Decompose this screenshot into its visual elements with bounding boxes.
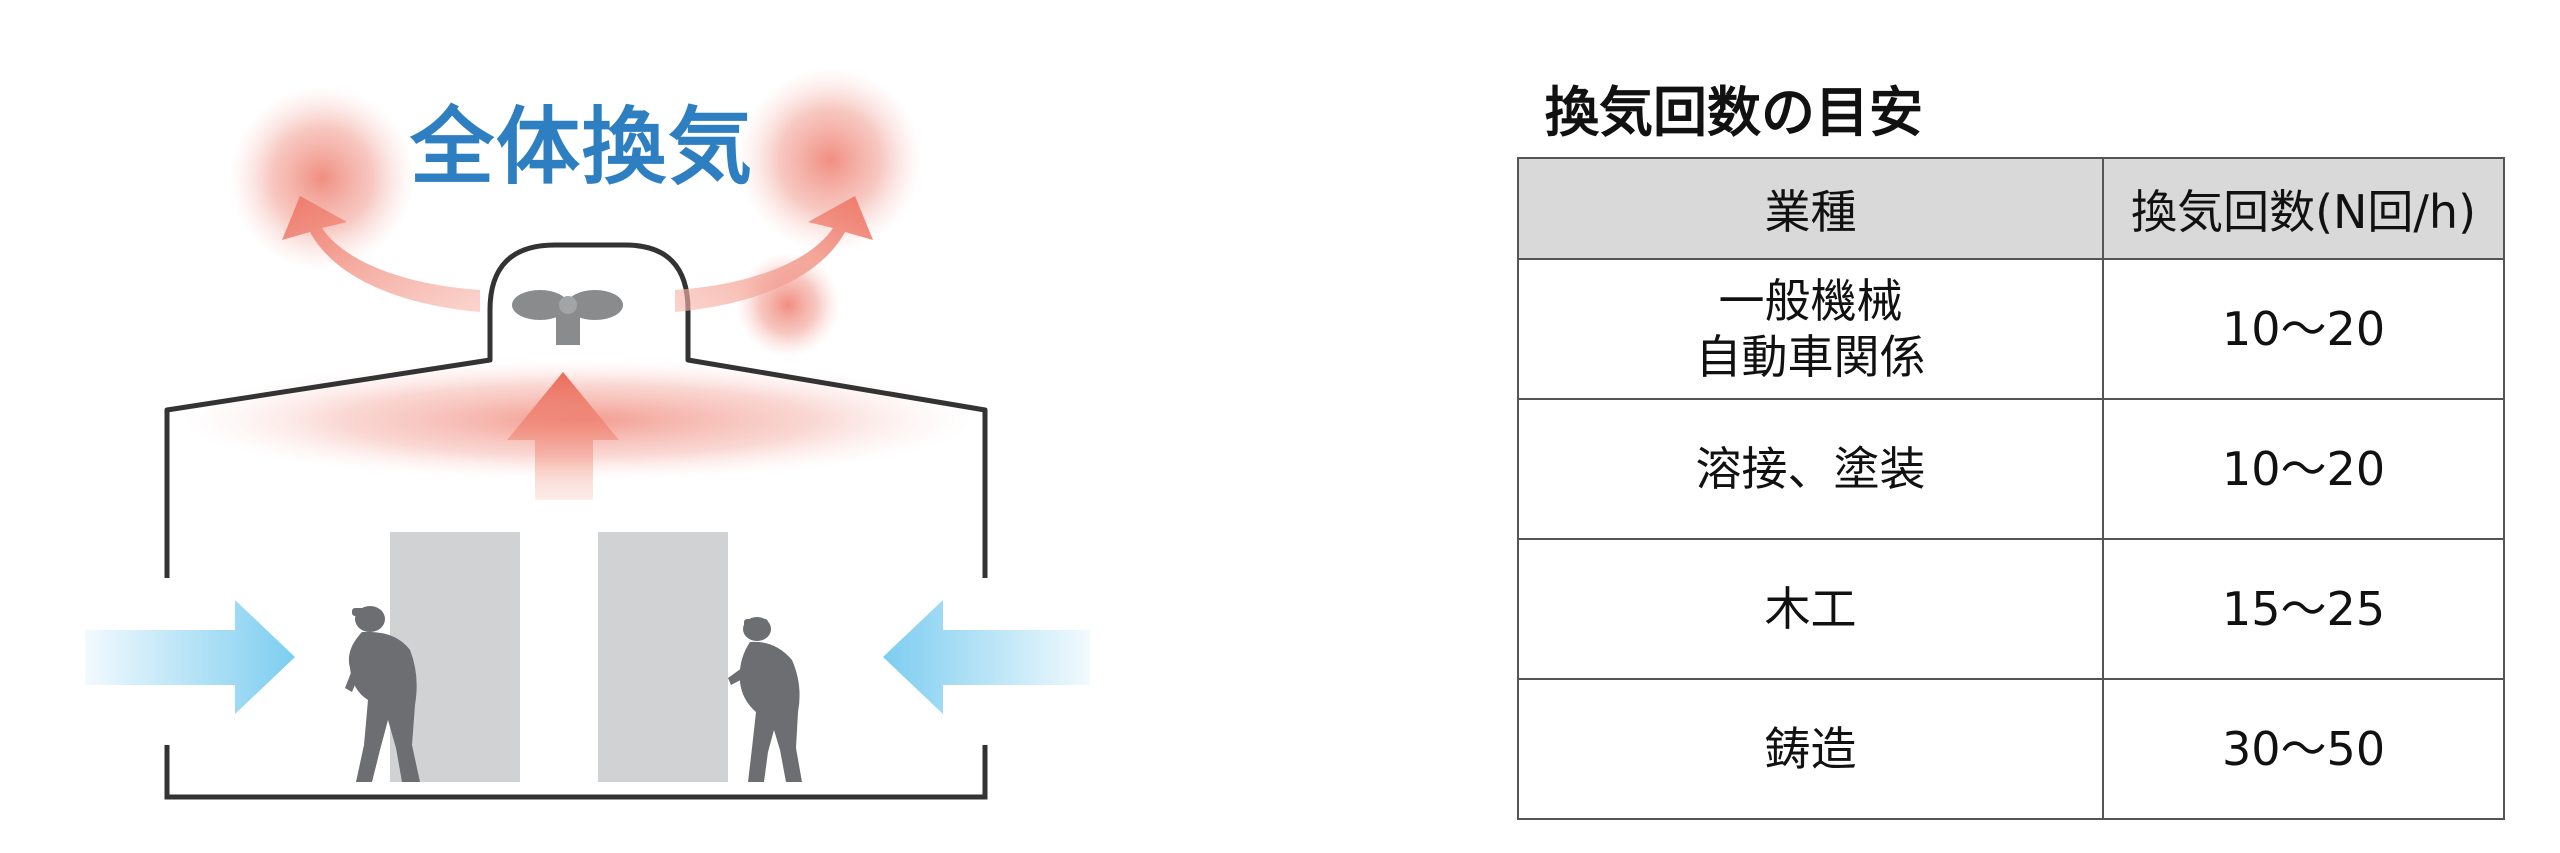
rate-cell: 10～20 <box>2102 258 2505 400</box>
industry-line: 自動車関係 <box>1695 330 1926 384</box>
header-rate: 換気回数(N回/h) <box>2102 157 2505 260</box>
table-row: 溶接、塗装 10～20 <box>1516 398 2505 540</box>
exhaust-arrow-icon <box>507 372 619 500</box>
diagram-title: 全体換気 <box>410 98 755 196</box>
industry-line: 溶接、塗装 <box>1695 442 1926 496</box>
industry-cell: 鋳造 <box>1516 678 2105 820</box>
building-floor <box>164 745 988 800</box>
industry-line: 一般機械 <box>1718 274 1903 328</box>
rate-cell: 10～20 <box>2102 398 2505 540</box>
table-header-row: 業種 換気回数(N回/h) <box>1516 157 2505 260</box>
industry-cell: 一般機械 自動車関係 <box>1516 258 2105 400</box>
table-title: 換気回数の目安 <box>1545 81 1923 144</box>
exhaust-cloud-left <box>230 86 414 270</box>
diagram-illustration <box>85 68 1090 800</box>
ventilation-diagram: 全体換気 <box>0 0 1140 853</box>
exhaust-arrow-icon <box>675 196 873 312</box>
header-industry: 業種 <box>1516 157 2105 260</box>
exhaust-arrow-icon <box>282 196 480 312</box>
ventilation-rate-table: 業種 換気回数(N回/h) 一般機械 自動車関係 10～20 溶接、塗装 10～… <box>1516 157 2505 820</box>
industry-line: 木工 <box>1764 582 1857 636</box>
intake-arrow-icon <box>883 600 1090 714</box>
industry-line: 鋳造 <box>1764 722 1857 776</box>
table-row: 木工 15～25 <box>1516 538 2505 680</box>
worker-icon <box>345 606 420 782</box>
intake-arrow-icon <box>85 600 295 714</box>
industry-cell: 木工 <box>1516 538 2105 680</box>
table-row: 鋳造 30～50 <box>1516 678 2505 820</box>
worker-icon <box>728 617 802 782</box>
fan-icon <box>512 290 623 345</box>
rate-cell: 15～25 <box>2102 538 2505 680</box>
machine-panel <box>598 532 728 782</box>
industry-cell: 溶接、塗装 <box>1516 398 2105 540</box>
rate-cell: 30～50 <box>2102 678 2505 820</box>
table-row: 一般機械 自動車関係 10～20 <box>1516 258 2505 400</box>
exhaust-cloud-right <box>738 68 922 252</box>
